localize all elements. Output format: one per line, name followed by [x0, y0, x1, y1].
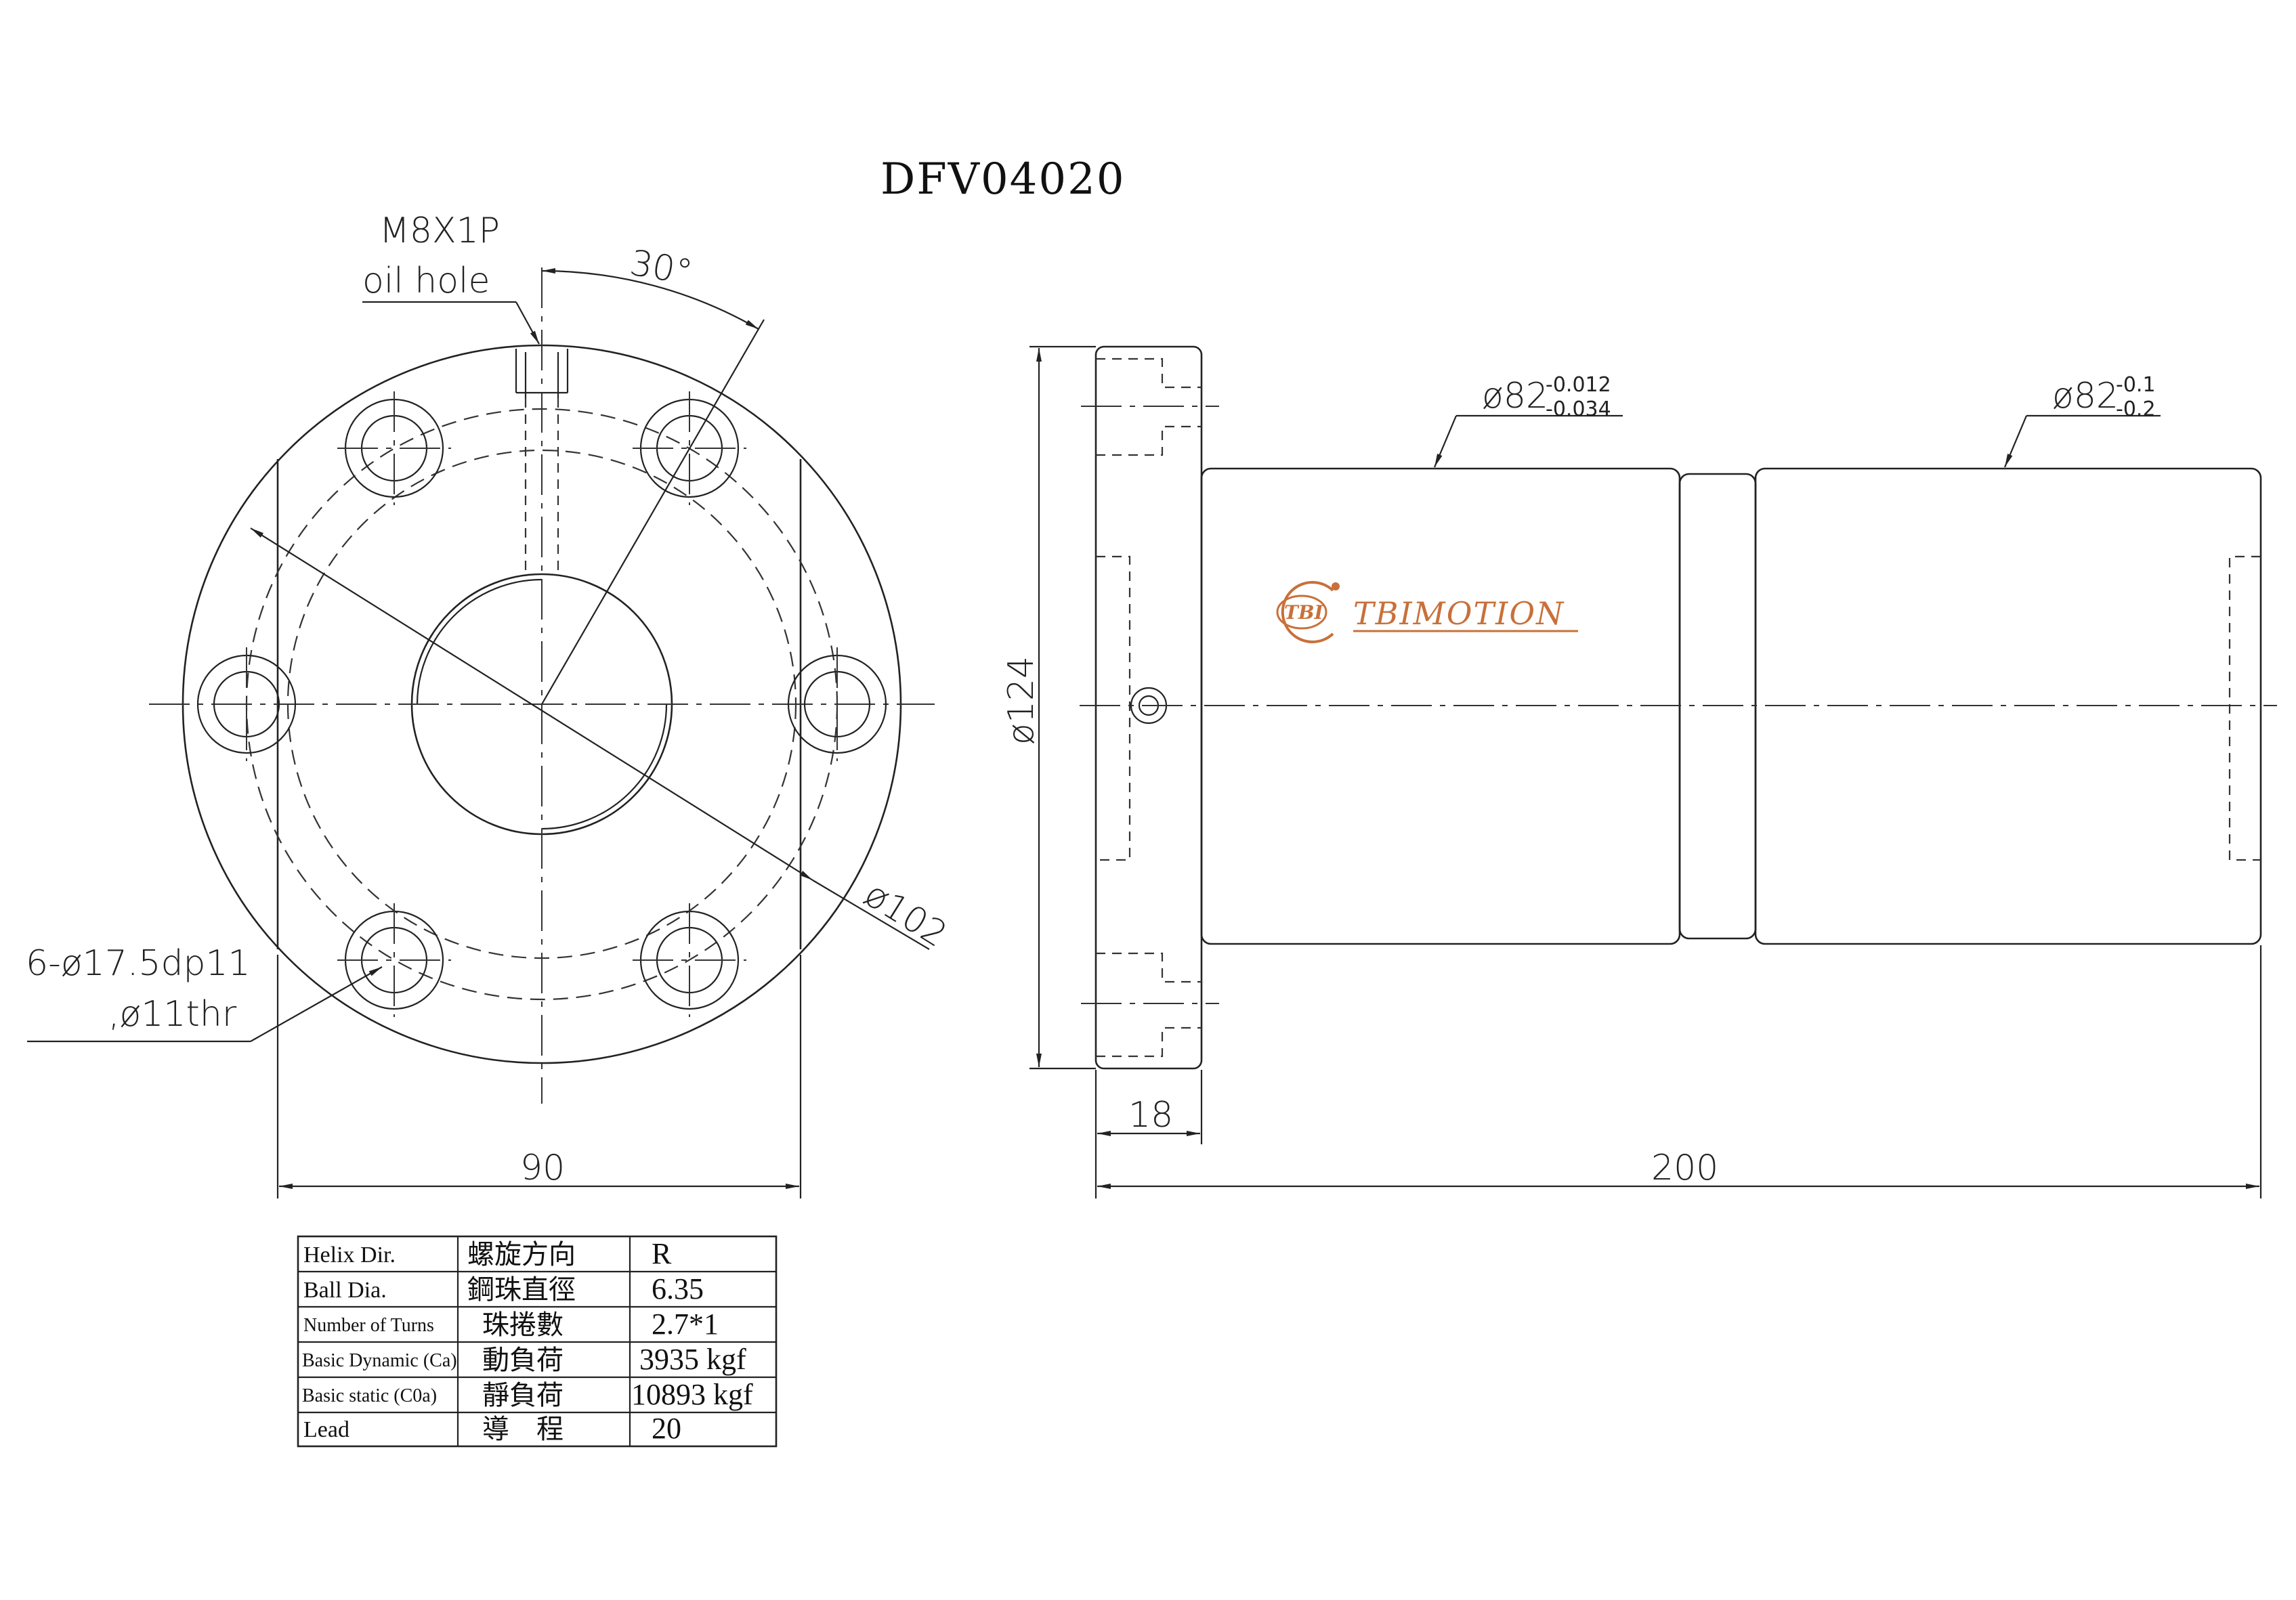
body-diameter-2-callout: ø82 -0.1 -0.2 [2003, 373, 2161, 468]
table-row-1-en: Ball Dia. [303, 1278, 387, 1303]
table-row-4-value: 10893 kgf [631, 1378, 753, 1411]
angle-label: 30° [627, 242, 696, 293]
mounting-hole [633, 903, 746, 1017]
body-diameter-2-upper-tol: -0.1 [2116, 373, 2156, 397]
mounting-hole [337, 903, 451, 1017]
logo-mark: TBI [1284, 601, 1324, 624]
logo-wordmark: TBIMOTION [1353, 595, 1565, 632]
mounting-hole [337, 391, 451, 505]
mounting-hole [633, 391, 746, 505]
length-dimension: 200 [1094, 945, 2262, 1198]
table-row-2-en: Number of Turns [303, 1315, 434, 1336]
table-row-1-zh: 鋼珠直徑 [467, 1274, 576, 1305]
width-dimension: 90 [276, 955, 802, 1198]
length-label: 200 [1651, 1148, 1718, 1188]
body-diameter-1: ø82 [1482, 376, 1548, 416]
body-diameter-2-lower-tol: -0.2 [2116, 397, 2156, 421]
table-row-2-value: 2.7*1 [652, 1307, 719, 1341]
table-row-0-en: Helix Dir. [303, 1242, 396, 1268]
hole-callout-line1: 6-ø17.5dp11 [26, 943, 251, 984]
side-view: TBI TBIMOTION ø124 ø82 -0.012 -0.034 ø82… [1001, 345, 2277, 1198]
flange-thickness-label: 18 [1128, 1095, 1173, 1136]
thread-arc-upper [416, 578, 543, 705]
hole-callout-line2: ,ø11thr [108, 994, 237, 1035]
body-diameter-1-lower-tol: -0.034 [1546, 397, 1611, 421]
flange-thickness-dimension: 18 [1094, 1070, 1203, 1144]
hole-callout: 6-ø17.5dp11 ,ø11thr [26, 943, 383, 1043]
table-row-0-value: R [652, 1237, 672, 1270]
table-row-3-en: Basic Dynamic (Ca) [302, 1350, 457, 1371]
table-row-2-zh: 珠捲數 [482, 1310, 564, 1340]
front-view: 30° M8X1P oil hole ø102 6-ø17.5dp11 ,ø11… [26, 211, 954, 1198]
logo-c-mark [1281, 581, 1334, 643]
oil-hole-thread-label: M8X1P [379, 211, 500, 251]
width-label: 90 [520, 1148, 565, 1188]
table-row-3-zh: 動負荷 [482, 1345, 564, 1375]
table-row-5-value: 20 [652, 1412, 681, 1445]
body-diameter-1-callout: ø82 -0.012 -0.034 [1433, 373, 1623, 468]
table-row-0-zh: 螺旋方向 [467, 1239, 576, 1270]
flange-diameter-label: ø124 [1001, 656, 1042, 745]
table-row-3-value: 3935 kgf [639, 1343, 746, 1376]
oil-hole-callout: M8X1P oil hole [362, 211, 540, 345]
table-row-5-en: Lead [303, 1417, 349, 1442]
drawing-title: DFV04020 [880, 154, 1126, 204]
oil-hole-label: oil hole [362, 261, 490, 301]
table-row-1-value: 6.35 [652, 1272, 704, 1305]
table-row-4-zh: 靜負荷 [482, 1380, 564, 1410]
hidden-lines [1081, 358, 2261, 1058]
body-diameter-1-upper-tol: -0.012 [1546, 373, 1611, 397]
table-row-5-zh: 導 程 [482, 1414, 564, 1444]
body-diameter-2: ø82 [2052, 376, 2119, 416]
flange-diameter-dimension: ø124 [1001, 345, 1096, 1070]
tbimotion-logo: TBI TBIMOTION [1276, 581, 1578, 643]
oil-hole [515, 349, 569, 574]
spec-table: Helix Dir. 螺旋方向 R Ball Dia. 鋼珠直徑 6.35 Nu… [297, 1235, 778, 1448]
pcd-label: ø102 [857, 874, 954, 955]
table-row-4-en: Basic static (C0a) [302, 1385, 437, 1406]
